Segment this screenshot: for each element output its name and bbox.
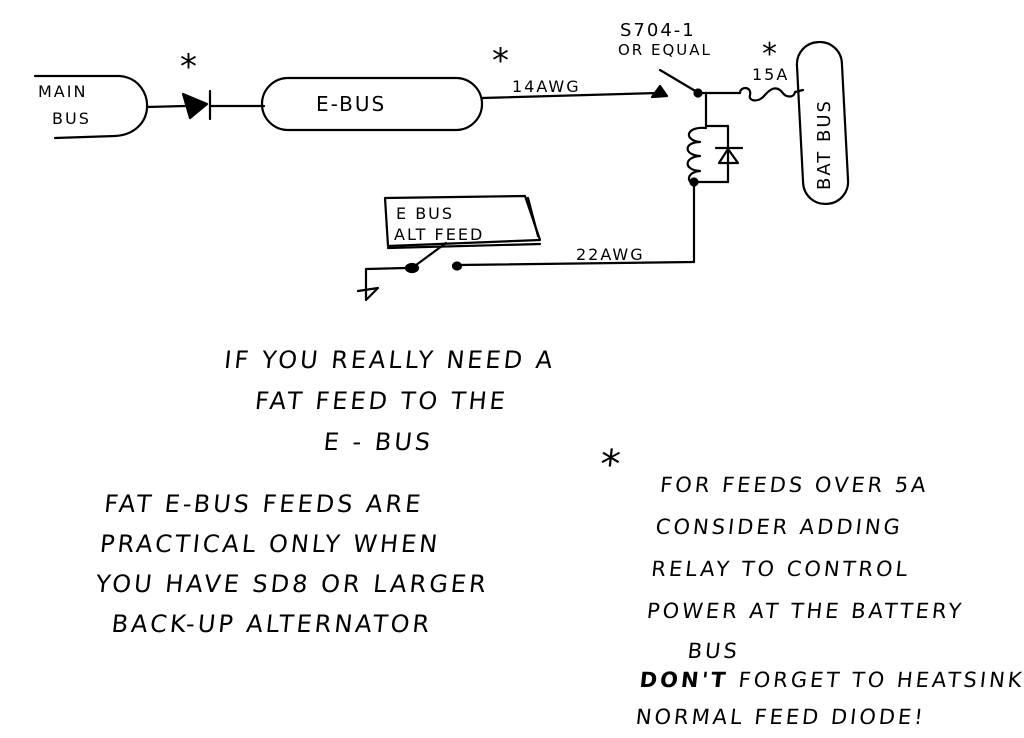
practicality-note: FAT E-BUS FEEDS ARE PRACTICAL ONLY WHEN …	[90, 484, 500, 644]
asterisk-fuse: *	[762, 37, 779, 72]
switch-box-outline	[383, 194, 542, 248]
footnote-line: POWER AT THE BATTERY	[645, 599, 966, 623]
wire-14awg	[480, 91, 660, 100]
footnote-line: FOR FEEDS OVER 5A	[658, 473, 930, 497]
heatsink-reminder-dont: DON'T	[638, 668, 730, 692]
wire-22awg-label: 22AWG	[576, 245, 645, 264]
title-note: IF YOU REALLY NEED A FAT FEED TO THE E -…	[214, 340, 558, 463]
switch-box-bevel	[526, 196, 540, 238]
fuse-rating-label: 15A	[752, 65, 789, 84]
e-bus-label: E-BUS	[316, 92, 386, 116]
practicality-note-line: YOU HAVE SD8 OR LARGER	[94, 570, 491, 598]
asterisk-14awg: *	[492, 41, 511, 81]
relay-contact-left-icon	[650, 84, 669, 99]
e-bus-outline	[260, 76, 484, 132]
bat-bus-outline	[795, 40, 850, 206]
bat-bus-label: BAT BUS	[814, 99, 835, 190]
asterisk-diode: *	[180, 47, 199, 87]
switch-box-label-2: ALT FEED	[394, 225, 484, 244]
title-note-line: E - BUS	[322, 428, 435, 456]
switch-box-base	[386, 242, 542, 250]
footnote-asterisk: *	[597, 442, 626, 488]
footnote-line: RELAY TO CONTROL	[650, 557, 912, 581]
flyback-diode-icon	[717, 147, 740, 165]
relay-coil-icon	[686, 126, 708, 185]
practicality-note-line: FAT E-BUS FEEDS ARE	[102, 490, 425, 518]
main-bus-label-2: BUS	[52, 109, 91, 128]
main-feed-diode-icon	[181, 92, 209, 120]
wire-22awg	[456, 260, 696, 267]
ground-icon	[356, 286, 380, 301]
relay-part-label-2: OR EQUAL	[618, 41, 712, 59]
practicality-note-line: BACK-UP ALTERNATOR	[110, 610, 434, 638]
heatsink-reminder-rest: FORGET TO HEATSINK	[737, 668, 1024, 692]
switch-box-label-1: E BUS	[396, 204, 454, 223]
footnote: FOR FEEDS OVER 5A CONSIDER ADDING RELAY …	[634, 464, 1024, 738]
heatsink-reminder: DON'T FORGET TO HEATSINK	[638, 664, 1024, 696]
relay-part-label-1: S704-1	[620, 20, 696, 41]
heatsink-reminder-final: NORMAL FEED DIODE!	[634, 705, 927, 729]
practicality-note-line: PRACTICAL ONLY WHEN	[98, 530, 442, 558]
title-note-line: IF YOU REALLY NEED A	[222, 346, 557, 374]
fuse-15a-icon	[738, 86, 805, 102]
footnote-line: CONSIDER ADDING	[654, 515, 905, 539]
wire-14awg-label: 14AWG	[512, 77, 581, 96]
footnote-line: BUS	[686, 639, 742, 663]
title-note-line: FAT FEED TO THE	[253, 387, 510, 415]
wire-main-to-diode	[145, 104, 187, 109]
main-bus-label-1: MAIN	[38, 82, 87, 101]
relay-switch-arm	[658, 68, 699, 94]
switch-contact-right	[451, 261, 463, 271]
